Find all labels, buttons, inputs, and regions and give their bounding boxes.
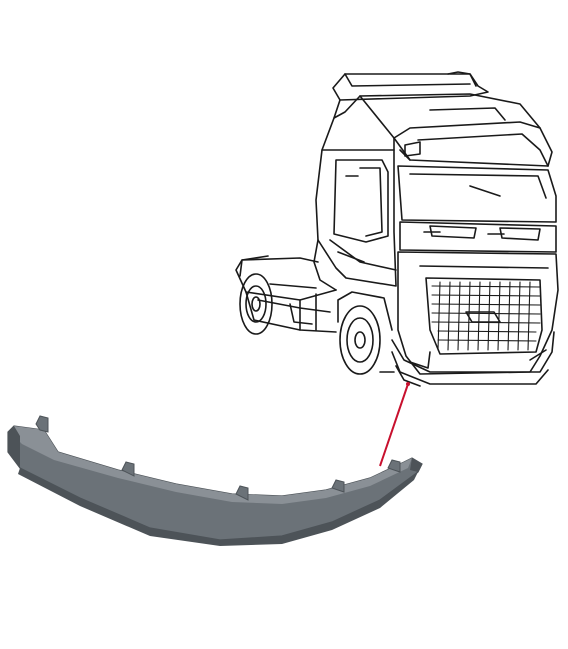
grille-slat (447, 281, 451, 351)
grille-bar (431, 303, 541, 306)
truck-windscreen (397, 165, 557, 223)
grille-slat (487, 281, 491, 351)
bumper-spoiler-part (7, 415, 423, 546)
part-leader-line (379, 382, 410, 467)
mounting-tab (235, 485, 249, 501)
grille-bar (431, 285, 541, 288)
grille-mesh (431, 281, 541, 351)
truck-cab-side (315, 117, 397, 287)
grille-slat (477, 281, 481, 351)
grille-slat (437, 281, 441, 351)
grille-slat (497, 281, 501, 351)
truck-bumper (391, 331, 555, 373)
truck-front (397, 251, 559, 375)
mounting-tab (121, 461, 135, 477)
mounting-tab (331, 479, 345, 493)
front-wheel (339, 305, 381, 375)
truck-cab-top (359, 93, 553, 167)
truck-chassis (235, 257, 337, 301)
truck-line-drawing (235, 71, 559, 387)
mounting-tab (35, 415, 49, 433)
grille-slat (527, 281, 531, 351)
grille-bar (437, 339, 537, 342)
grille-bar (437, 330, 537, 333)
truck-roof (332, 73, 489, 101)
truck-grille (425, 277, 543, 355)
mounting-tab (387, 459, 401, 473)
grille-bar (431, 312, 541, 315)
rear-wheel (239, 273, 273, 335)
grille-bar (431, 294, 541, 297)
grille-slat (507, 281, 511, 351)
truck-lamp-right (499, 227, 541, 241)
grille-slat (517, 281, 521, 351)
grille-slat (457, 281, 461, 351)
